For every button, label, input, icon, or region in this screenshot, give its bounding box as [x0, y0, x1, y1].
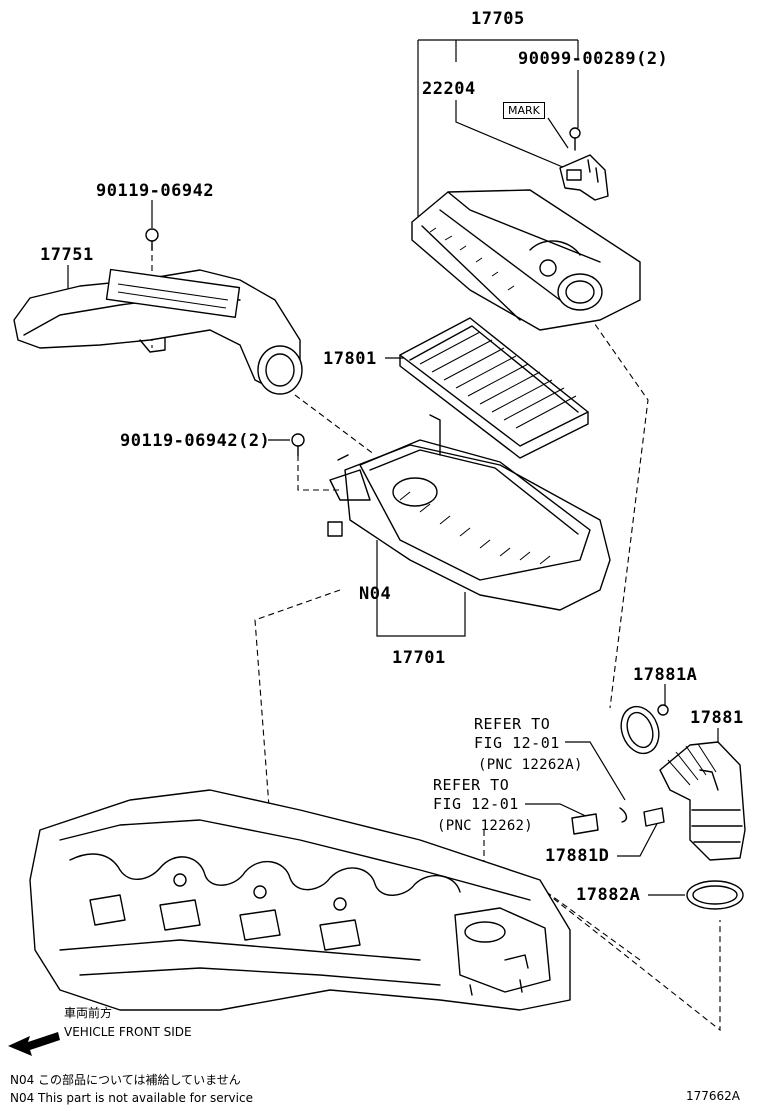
air-filter-element — [399, 317, 589, 459]
intake-hose-17881 — [659, 741, 746, 861]
air-cleaner-cap — [411, 189, 641, 331]
mark-box: MARK — [503, 102, 545, 119]
part-label-90099-00289: 90099-00289(2) — [518, 49, 669, 69]
part-label-17801: 17801 — [323, 349, 377, 369]
hose-clamp-17881A — [620, 704, 669, 755]
refer-label-2-line1: REFER TO — [433, 776, 510, 794]
footnote-en: N04 This part is not available for servi… — [10, 1091, 253, 1105]
figure-id: 177662A — [686, 1089, 741, 1103]
mass-air-flow-sensor — [559, 127, 609, 201]
part-label-17882A: 17882A — [576, 885, 641, 905]
vehicle-front-label-jp: 車両前方 — [64, 1006, 113, 1020]
refer-label-2-line2: FIG 12-01 — [433, 795, 519, 813]
part-label-n04: N04 — [359, 584, 392, 604]
leader-lines — [67, 39, 719, 896]
part-label-17751: 17751 — [40, 245, 94, 265]
refer-label-1-line2: FIG 12-01 — [474, 734, 560, 752]
part-label-17881: 17881 — [690, 708, 744, 728]
part-label-17881A: 17881A — [633, 665, 698, 685]
air-cleaner-case — [327, 414, 611, 611]
vehicle-front-arrow-icon — [8, 1032, 60, 1056]
part-label-17701: 17701 — [392, 648, 446, 668]
part-label-90119-06942-pair: 90119-06942(2) — [120, 431, 271, 451]
vehicle-front-label-en: VEHICLE FRONT SIDE — [64, 1025, 192, 1039]
small-fittings — [571, 807, 665, 835]
footnote-jp: N04 この部品については補給していません — [10, 1073, 241, 1087]
engine-outline — [29, 789, 571, 1011]
refer-label-2-line3: (PNC 12262) — [437, 818, 534, 834]
hose-clamp-17882A — [686, 880, 744, 910]
bolt-90119-pair — [291, 433, 305, 457]
part-label-17705: 17705 — [471, 9, 525, 29]
inlet-hose — [13, 228, 303, 395]
part-label-22204: 22204 — [422, 79, 476, 99]
part-label-17881D: 17881D — [545, 846, 610, 866]
refer-label-1-line3: (PNC 12262A) — [478, 757, 583, 773]
part-label-90119-06942: 90119-06942 — [96, 181, 215, 201]
refer-label-1-line1: REFER TO — [474, 715, 551, 733]
